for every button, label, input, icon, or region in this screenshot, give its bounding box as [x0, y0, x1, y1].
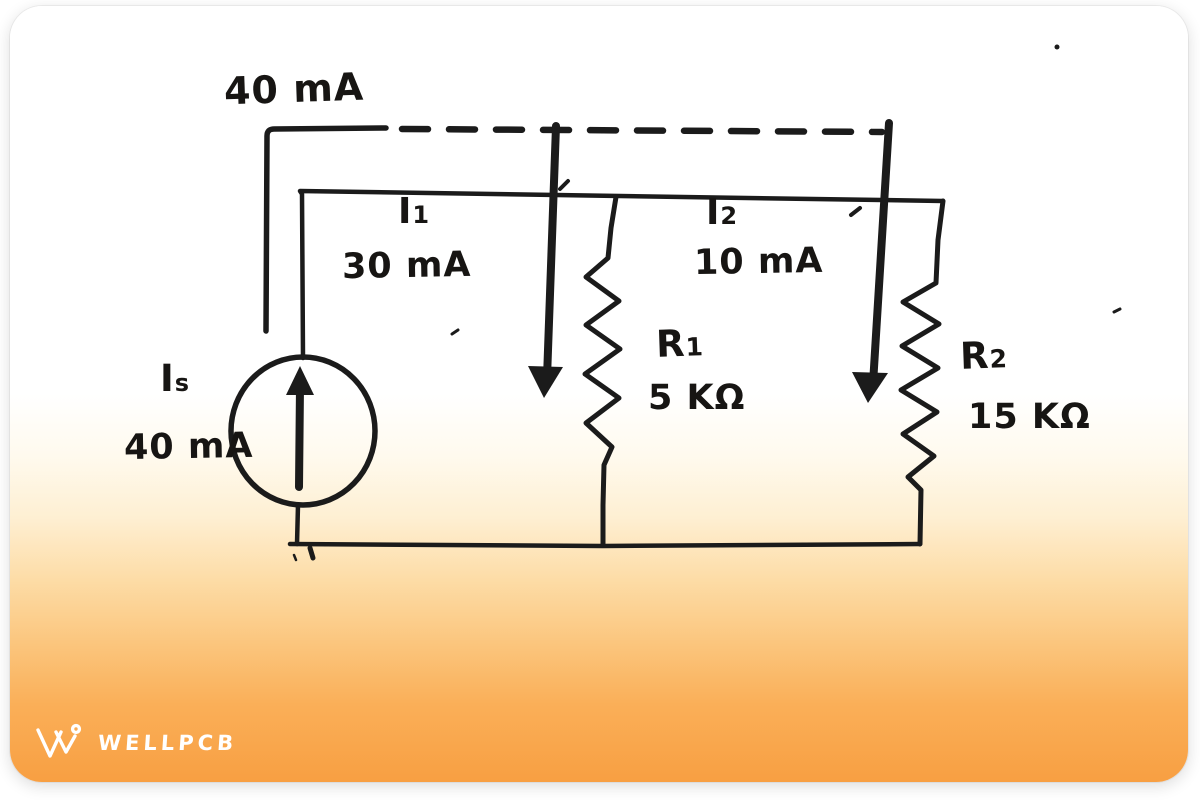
- source-subscript: s: [174, 369, 191, 397]
- i2-symbol-label: I2: [706, 195, 738, 231]
- i1-symbol: I: [398, 191, 413, 232]
- r1-resistance: 5 KΩ: [648, 378, 746, 418]
- r2-name-label: R2: [959, 333, 1009, 378]
- stray-tick-2: [849, 206, 862, 217]
- i2-symbol: I: [706, 192, 721, 233]
- wire-outer-left: [263, 125, 389, 334]
- wire-top-dashed: [398, 125, 886, 136]
- stray-drip-1: [307, 545, 316, 561]
- stray-tick-3: [450, 328, 460, 336]
- total-current-label: 40 mA: [223, 64, 365, 114]
- wellpcb-logo-text: WELLPCB: [97, 731, 238, 755]
- stray-tick-1: [558, 179, 570, 191]
- source-symbol: I: [160, 357, 175, 400]
- source-symbol-label: Is: [160, 360, 190, 397]
- source-value: 40 mA: [123, 425, 254, 469]
- arrow-i2-shaft: [869, 119, 893, 388]
- i2-value-label: 10 mA: [693, 240, 824, 284]
- i1-value-label: 30 mA: [341, 244, 472, 288]
- resistor-r1-zigzag: [582, 194, 623, 547]
- i2-value: 10 mA: [693, 240, 824, 284]
- resistor-r2-zigzag: [898, 198, 946, 547]
- source-arrow-shaft: [295, 382, 304, 491]
- wire-source-bottom-lead: [294, 502, 301, 547]
- background-card: [10, 6, 1188, 782]
- i1-value: 30 mA: [341, 244, 472, 288]
- r1-name-label: R1: [655, 321, 705, 366]
- arrow-i1-down-icon: [528, 366, 563, 398]
- arrow-i1-shaft: [543, 122, 560, 382]
- i1-subscript: 1: [412, 201, 431, 229]
- wellpcb-w-icon: [36, 723, 82, 758]
- total-current-value: 40 mA: [223, 64, 365, 114]
- stray-drip-2: [292, 553, 298, 562]
- i1-symbol-label: I1: [398, 194, 430, 230]
- source-value-label: 40 mA: [123, 425, 254, 469]
- current-source-circle: [228, 354, 378, 508]
- r1-value-label: 5 KΩ: [648, 381, 745, 416]
- r2-subscript: 2: [989, 344, 1009, 374]
- wire-top-node: [297, 188, 946, 361]
- source-arrow-up-icon: [286, 366, 314, 395]
- r1-subscript: 1: [685, 332, 705, 362]
- arrow-i2-down-icon: [852, 372, 888, 403]
- stray-tick-4: [1112, 307, 1122, 314]
- r2-symbol: R: [959, 333, 991, 378]
- brand-logo: WELLPCB: [30, 716, 238, 764]
- stray-dot: [1054, 44, 1060, 50]
- r1-symbol: R: [655, 321, 687, 366]
- r2-resistance: 15 KΩ: [968, 397, 1091, 437]
- i2-subscript: 2: [720, 202, 739, 230]
- r2-value-label: 15 KΩ: [968, 400, 1091, 435]
